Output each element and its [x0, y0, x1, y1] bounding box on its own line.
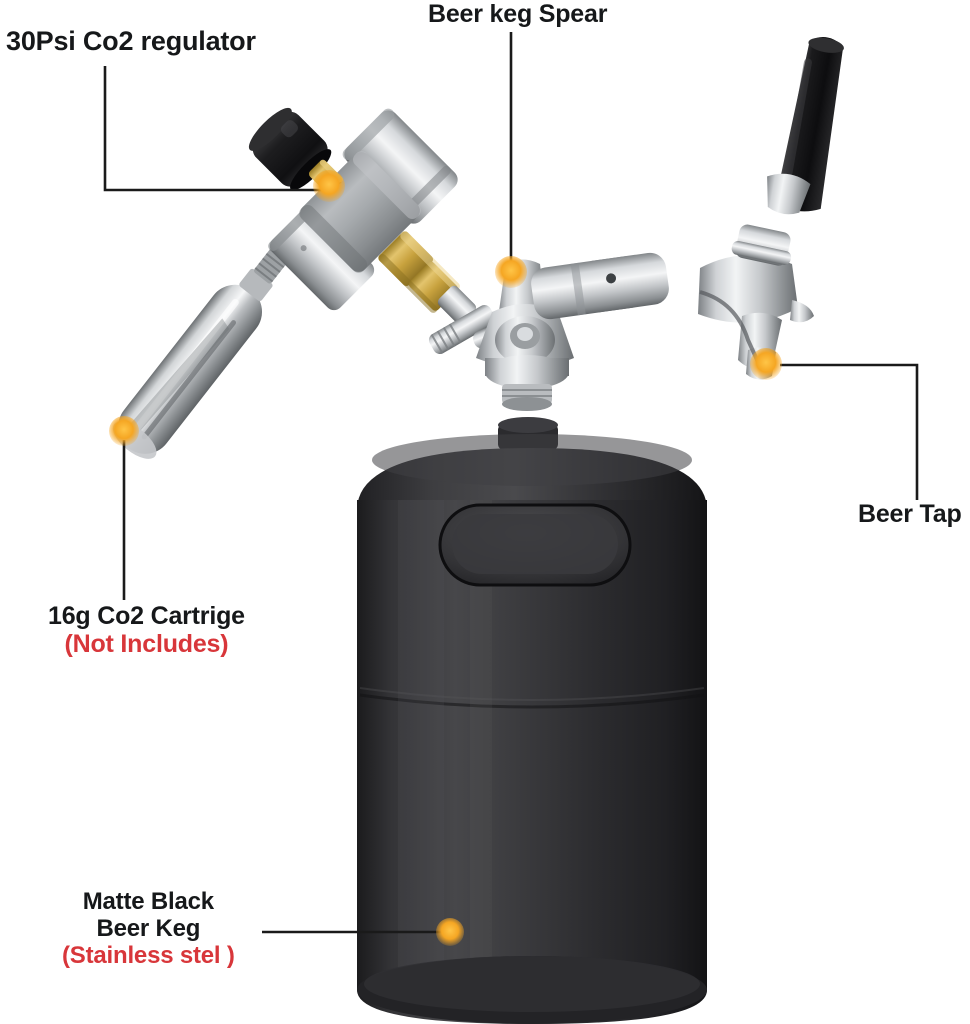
callout-label-beer-tap: Beer Tap	[858, 500, 962, 528]
keg-spear-art	[428, 259, 574, 411]
callout-label-matte-black-beer-keg: Matte Black Beer Keg (Stainless stel )	[62, 888, 235, 970]
callout-text-co2-regulator: 30Psi Co2 regulator	[6, 26, 256, 56]
leader-regulator	[103, 66, 325, 192]
callout-label-beer-keg-spear: Beer keg Spear	[428, 0, 607, 28]
co2-regulator-art	[248, 107, 477, 325]
callout-label-co2-cartridge: 16g Co2 Cartrige (Not Includes)	[48, 602, 245, 658]
keg-body-art	[357, 417, 707, 1024]
callout-text-co2-cartridge: 16g Co2 Cartrige	[48, 602, 245, 630]
callout-label-co2-regulator: 30Psi Co2 regulator	[6, 26, 256, 56]
callout-note-co2-cartridge: (Not Includes)	[64, 630, 229, 658]
marker-dot-cartridge	[109, 416, 139, 446]
callout-text-beer-keg-spear: Beer keg Spear	[428, 0, 608, 28]
marker-dots	[109, 170, 782, 946]
callout-text-keg-line-1: Matte Black	[82, 888, 214, 915]
leader-tap	[780, 363, 919, 500]
callout-text-beer-tap: Beer Tap	[858, 500, 962, 528]
marker-dot-regulator	[313, 170, 345, 202]
callout-text-keg-line-2: Beer Keg	[96, 914, 201, 942]
callout-note-matte-black-beer-keg: (Stainless stel )	[62, 941, 235, 969]
beer-tap-art	[531, 36, 844, 380]
marker-dot-spear	[495, 256, 527, 288]
marker-dot-keg	[436, 918, 464, 946]
leader-lines	[103, 32, 919, 934]
marker-dot-tap	[750, 348, 782, 380]
